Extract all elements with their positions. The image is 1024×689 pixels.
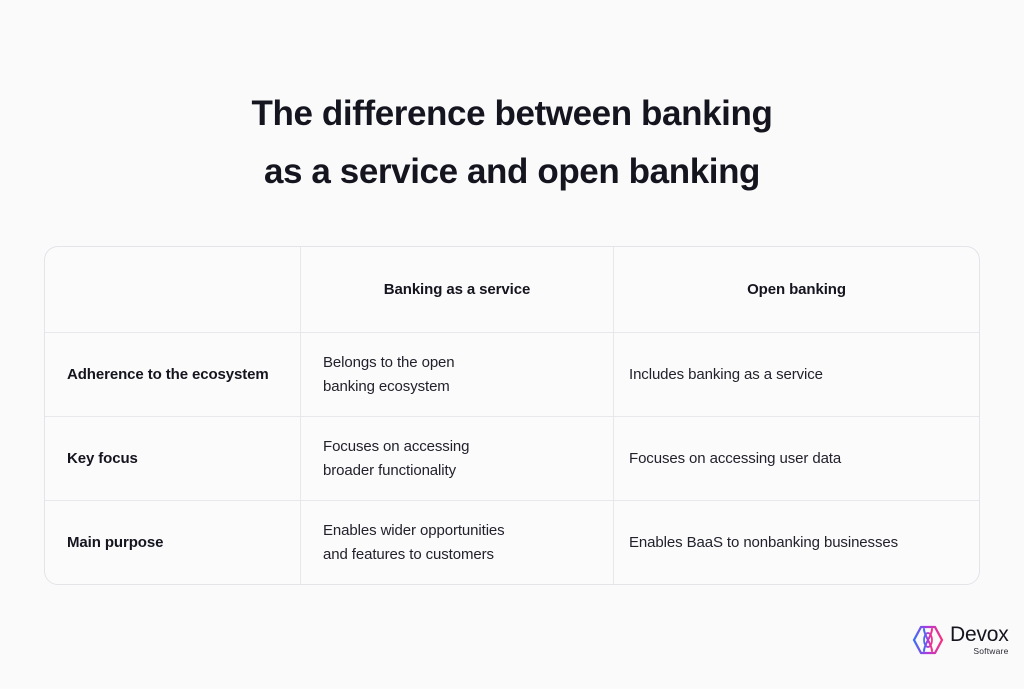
page-title-line-2: as a service and open banking [263,152,761,191]
table-cell-baas: Enables wider opportunities and features… [301,501,614,584]
table-row-label-line-2: to the ecosystem [147,365,269,383]
table-cell-open-banking: Focuses on accessing user data [614,417,979,500]
brand-subtitle: Software [973,646,1009,657]
table-header-row: Banking as a service Open banking [45,247,979,333]
table-row-label-line-1: Main purpose [67,533,164,551]
table-row-label: Key focus [67,448,138,470]
brand-logo-text: Devox Software [950,624,1009,656]
table-row-label: Adherence to the ecosystem [67,364,269,386]
page-title-line-1: The difference between banking [251,94,773,133]
table-row-label: Main purpose [67,532,163,554]
table-cell-open-banking-text: Enables BaaS to nonbanking businesses [629,531,898,555]
table-cell-baas: Belongs to the open banking ecosystem [301,333,614,416]
table-cell-open-banking-line-1: Includes banking as a service [629,365,823,383]
table-cell-open-banking: Includes banking as a service [614,333,979,416]
table-cell-open-banking-text: Focuses on accessing user data [629,447,841,471]
table-cell-baas-text: Enables wider opportunities and features… [323,519,505,567]
table-cell-baas-line-2: broader functionality [323,461,456,479]
brand-logo[interactable]: Devox Software [912,624,1009,656]
table-header-cell-baas: Banking as a service [301,247,614,332]
table-row: Key focus Focuses on accessing broader f… [45,417,979,501]
table-header-label-open-banking: Open banking [747,281,846,298]
brand-name: Devox [950,623,1009,647]
table-cell-criteria: Key focus [45,417,301,500]
table-cell-baas-line-1: Belongs to the open [323,353,455,371]
table-cell-baas-line-1: Focuses on accessing [323,437,470,455]
table-header-cell-open-banking: Open banking [614,247,979,332]
table-cell-baas-line-2: and features to customers [323,545,494,563]
table-cell-baas-text: Focuses on accessing broader functionali… [323,435,470,483]
table-cell-criteria: Adherence to the ecosystem [45,333,301,416]
table-header-label-baas: Banking as a service [383,281,531,298]
table-row-label-line-1: Key focus [67,449,138,467]
table-cell-criteria: Main purpose [45,501,301,584]
table-cell-open-banking-line-1: Focuses on accessing user data [629,449,842,467]
page-title: The difference between banking as a serv… [0,0,1024,201]
table-cell-baas: Focuses on accessing broader functionali… [301,417,614,500]
comparison-table: Banking as a service Open banking Adhere… [44,246,980,585]
table-cell-baas-text: Belongs to the open banking ecosystem [323,351,455,399]
devox-hexagon-icon [912,624,944,656]
table-cell-open-banking-line-1: Enables BaaS to nonbanking businesses [629,533,898,551]
table-row-label-line-1: Adherence [67,365,144,383]
table-header-cell-criteria [45,247,301,332]
table-cell-open-banking: Enables BaaS to nonbanking businesses [614,501,979,584]
table-cell-baas-line-2: banking ecosystem [323,377,450,395]
table-cell-open-banking-text: Includes banking as a service [629,363,823,387]
table-row: Adherence to the ecosystem Belongs to th… [45,333,979,417]
table-row: Main purpose Enables wider opportunities… [45,501,979,584]
table-cell-baas-line-1: Enables wider opportunities [323,521,505,539]
